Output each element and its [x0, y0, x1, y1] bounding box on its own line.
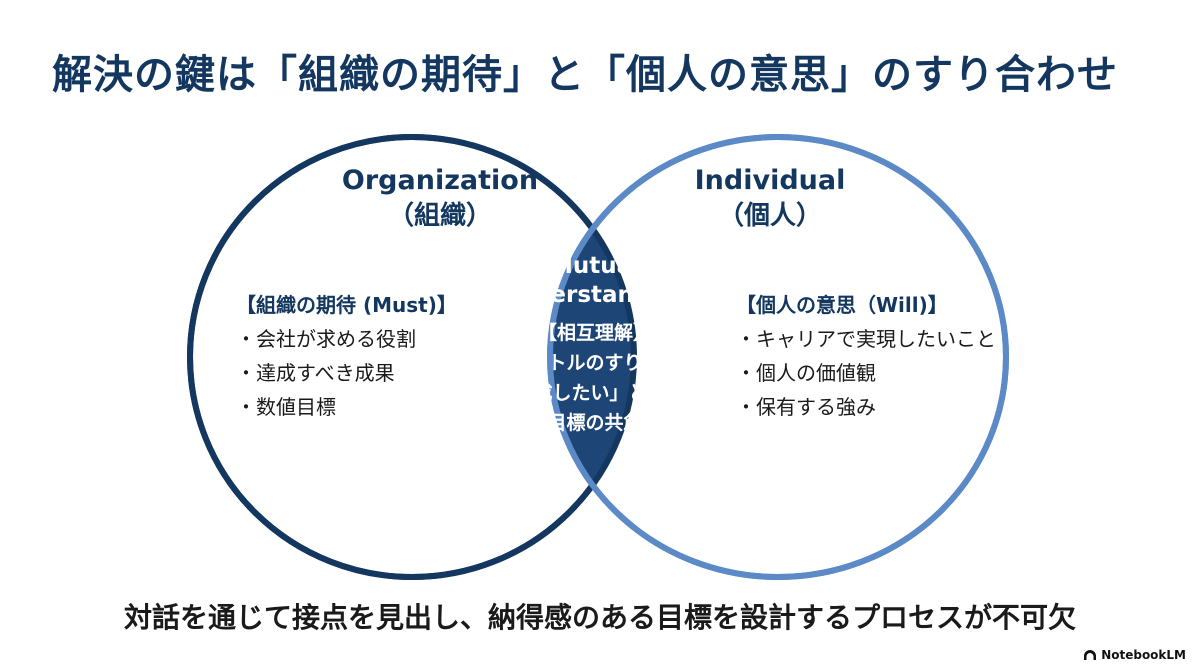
individual-item: キャリアで実現したいこと	[736, 322, 996, 356]
intersection-item-continuation: 目標の共創	[547, 412, 643, 434]
brand-watermark: NotebookLM	[1083, 648, 1186, 662]
intersection-item: 「達成したい」と思える	[480, 378, 710, 408]
individual-item: 保有する強み	[736, 390, 996, 424]
intersection-heading: 【相互理解】	[537, 322, 652, 344]
slide-title: 解決の鍵は「組織の期待」と「個人の意思」のすり合わせ	[52, 52, 1118, 98]
individual-title: Individual （個人）	[640, 164, 900, 234]
intersection-item: ベクトルのすり合わせ	[480, 348, 710, 378]
individual-list: 【個人の意思（Will)】 キャリアで実現したいこと 個人の価値観 保有する強み	[736, 288, 996, 424]
brand-name: NotebookLM	[1101, 648, 1186, 662]
organization-item: 数値目標	[236, 390, 457, 424]
organization-title-en: Organization	[341, 165, 539, 196]
notebooklm-logo-icon	[1084, 650, 1097, 660]
intersection-title-line2: Understanding	[498, 282, 692, 308]
organization-title-jp: （組織）	[387, 201, 492, 231]
intersection-title-line1: Mutual	[549, 253, 641, 279]
individual-title-en: Individual	[694, 165, 846, 196]
organization-title: Organization （組織）	[330, 164, 550, 234]
organization-item: 達成すべき成果	[236, 356, 457, 390]
organization-heading: 【組織の期待 (Must)】	[236, 293, 457, 317]
organization-list: 【組織の期待 (Must)】 会社が求める役割 達成すべき成果 数値目標	[236, 288, 457, 424]
intersection-text: Mutual Understanding 【相互理解】 ベクトルのすり合わせ 「…	[480, 252, 710, 438]
footer-message: 対話を通じて接点を見出し、納得感のある目標を設計するプロセスが不可欠	[123, 601, 1076, 634]
individual-heading: 【個人の意思（Will)】	[736, 293, 948, 317]
individual-title-jp: （個人）	[717, 201, 822, 231]
individual-item: 個人の価値観	[736, 356, 996, 390]
organization-item: 会社が求める役割	[236, 322, 457, 356]
